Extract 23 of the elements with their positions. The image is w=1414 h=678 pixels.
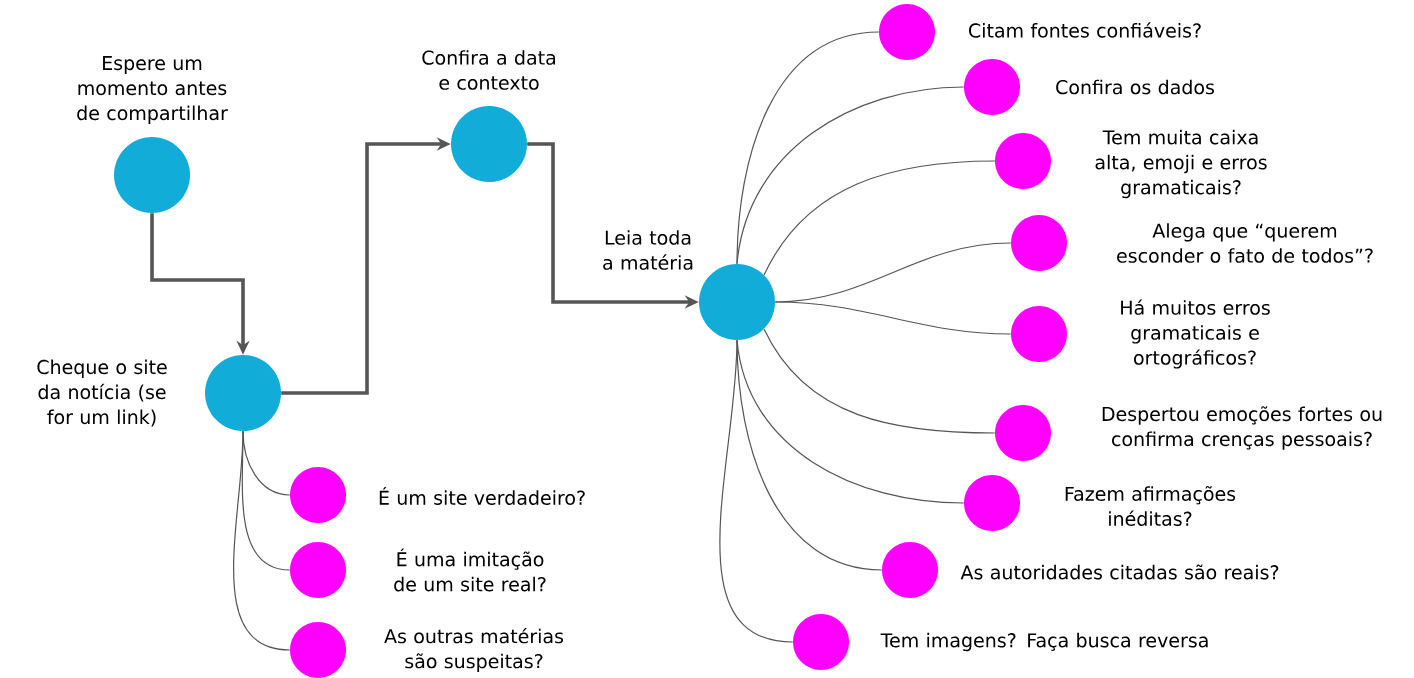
node-text: Tem muita caixa alta, emoji e erros gramaticais?: [1095, 129, 1267, 199]
node-text: É um site verdadeiro?: [379, 487, 585, 505]
node-text: Confira os dados: [1056, 79, 1214, 95]
node-text: Despertou emoções fortes ou confirma crenças pessoais?: [1102, 406, 1382, 450]
connector: [736, 31, 880, 265]
connector: [763, 328, 996, 434]
node-text: Fazem afirmações inéditas?: [1065, 485, 1236, 526]
node-text: É uma imitação de um site real?: [394, 548, 546, 592]
connector: [763, 160, 996, 276]
node-text: Espere um momento antes de compartilhar: [77, 56, 228, 124]
node-text: As autoridades citadas são reais?: [960, 564, 1279, 580]
node-text: Leia toda a matéria: [603, 230, 693, 270]
node-text: Há muitos erros gramaticais e ortográficos?: [1121, 299, 1270, 369]
node-text: Confira a data e contexto: [422, 50, 556, 90]
node-text: Alega que “querem esconder o fato de todos”?: [1117, 223, 1373, 263]
node-text: Tem imagens? Faça busca reversa: [880, 632, 1208, 652]
node-text: Citam fontes confiáveis?: [969, 22, 1201, 38]
node-text: As outras matérias são suspeitas?: [384, 627, 564, 673]
connector: [736, 86, 965, 265]
node-text: Cheque o site da notícia (se for um link): [37, 359, 167, 427]
connector: [233, 430, 291, 651]
connector: [774, 301, 1012, 335]
connector: [719, 339, 794, 643]
